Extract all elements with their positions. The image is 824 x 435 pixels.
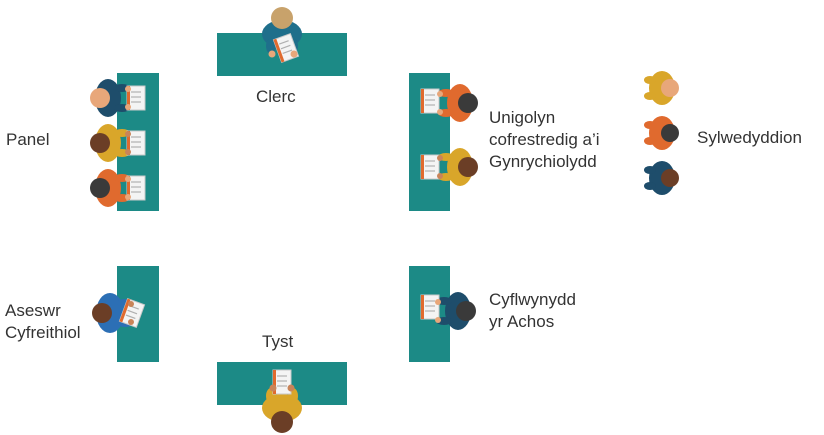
panel-label: Panel bbox=[6, 129, 49, 151]
panel-member-3-icon bbox=[90, 169, 146, 207]
witness-label-text: Tyst bbox=[262, 332, 294, 351]
case-presenter-label-line-1: Cyflwynydd bbox=[489, 290, 576, 309]
clerk-person-icon bbox=[262, 7, 302, 63]
panel-member-1-icon bbox=[90, 79, 146, 117]
representative-person-icon bbox=[420, 148, 478, 186]
case-presenter-label-line-2: yr Achos bbox=[489, 312, 555, 331]
clerk-label: Clerc bbox=[256, 86, 296, 108]
panel-member-2-icon bbox=[90, 124, 146, 162]
observer-1-icon bbox=[644, 71, 679, 105]
case-presenter-label: Cyflwynydd yr Achos bbox=[489, 289, 576, 333]
witness-label: Tyst bbox=[262, 331, 293, 353]
legal-assessor-label: Aseswr Cyfreithiol bbox=[5, 300, 81, 344]
legal-assessor-person-icon bbox=[92, 293, 146, 333]
registrant-label-line-1: Unigolyn bbox=[489, 108, 556, 127]
registrant-label: Unigolyn cofrestredig a’i Gynrychiolydd bbox=[489, 107, 600, 173]
registrant-label-line-2: cofrestredig a’i bbox=[489, 130, 600, 149]
legal-assessor-label-line-2: Cyfreithiol bbox=[5, 323, 81, 342]
registrant-label-line-3: Gynrychiolydd bbox=[489, 152, 597, 171]
registrant-person-icon bbox=[420, 84, 478, 122]
observers-label-text: Sylwedyddion bbox=[697, 128, 802, 147]
panel-label-text: Panel bbox=[6, 130, 50, 149]
legal-assessor-label-line-1: Aseswr bbox=[5, 301, 61, 320]
observers-label: Sylwedyddion bbox=[697, 127, 802, 149]
case-presenter-person-icon bbox=[420, 292, 476, 330]
clerk-label-text: Clerc bbox=[256, 87, 296, 106]
observer-2-icon bbox=[644, 116, 679, 150]
observer-3-icon bbox=[644, 161, 679, 195]
witness-person-icon bbox=[262, 369, 302, 433]
